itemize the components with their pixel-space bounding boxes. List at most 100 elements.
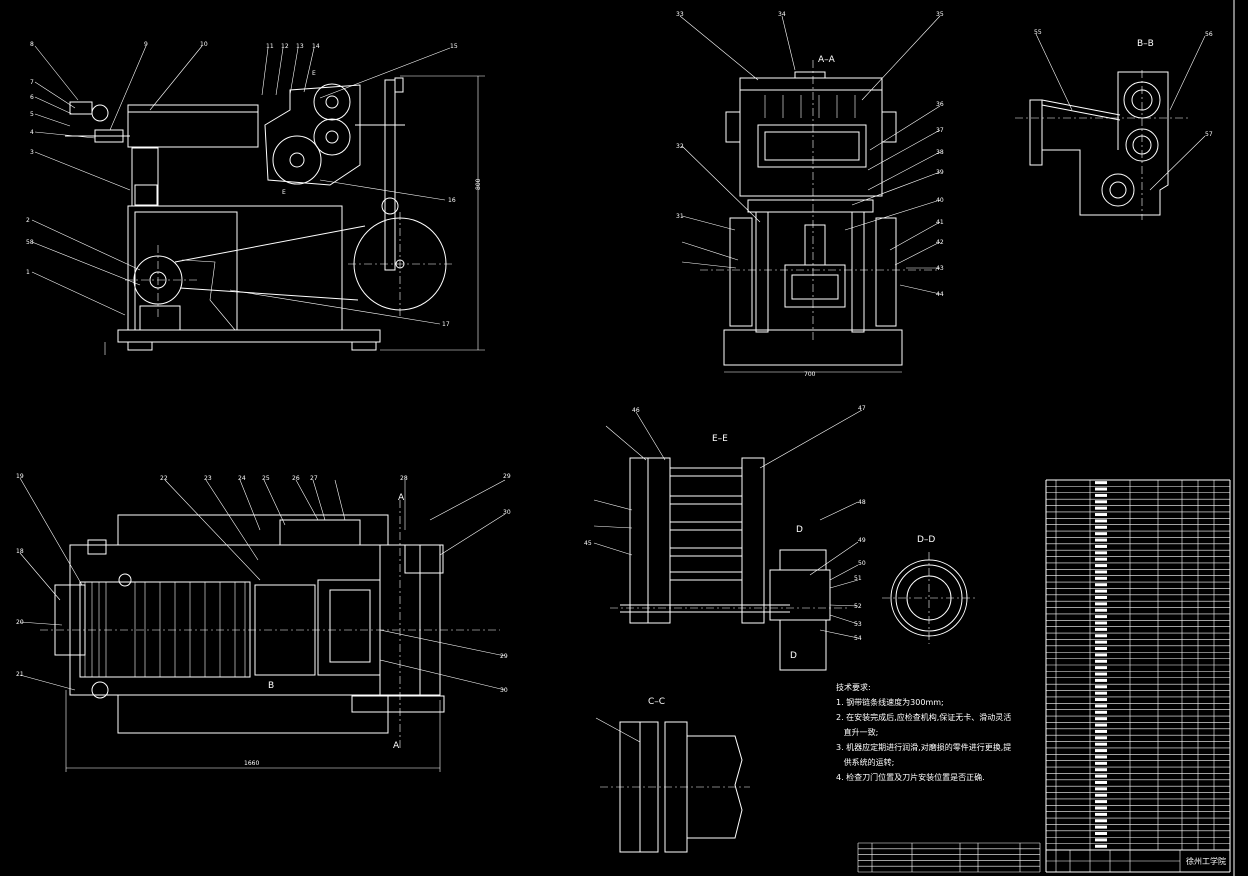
front-view <box>31 45 485 355</box>
svg-text:31: 31 <box>676 213 684 220</box>
svg-text:13: 13 <box>296 43 304 50</box>
svg-text:12: 12 <box>281 43 289 50</box>
svg-text:53: 53 <box>854 621 862 628</box>
svg-text:58: 58 <box>26 239 34 246</box>
section-ee-labels: E–E 46 47 48 49 50 51 52 53 54 45 D D <box>584 405 866 661</box>
table-cell-mark <box>1095 576 1107 580</box>
svg-text:18: 18 <box>16 548 24 555</box>
table-cell-mark <box>1095 729 1107 733</box>
svg-text:3: 3 <box>30 149 34 156</box>
table-cell-mark <box>1095 564 1107 568</box>
svg-text:B: B <box>268 681 274 691</box>
svg-text:27: 27 <box>310 475 318 482</box>
table-cell-mark <box>1095 685 1107 689</box>
svg-text:A: A <box>398 493 405 503</box>
table-cell-mark <box>1095 544 1107 548</box>
svg-text:16: 16 <box>448 197 456 204</box>
svg-text:50: 50 <box>858 560 866 567</box>
svg-text:17: 17 <box>442 321 450 328</box>
svg-text:54: 54 <box>854 635 862 642</box>
svg-text:D: D <box>790 651 797 661</box>
parts-list-table <box>1045 479 1231 873</box>
svg-text:35: 35 <box>936 11 944 18</box>
svg-text:11: 11 <box>266 43 274 50</box>
table-cell-mark <box>1095 666 1107 670</box>
tech-req-line: 3. 机器应定期进行润滑,对磨损的零件进行更换,提 <box>836 743 1012 752</box>
revision-table <box>857 842 1041 873</box>
table-cell-mark <box>1095 551 1107 555</box>
svg-text:51: 51 <box>854 575 862 582</box>
svg-text:9: 9 <box>144 41 148 48</box>
table-cell-mark <box>1095 532 1107 536</box>
svg-text:25: 25 <box>262 475 270 482</box>
table-cell-mark <box>1095 806 1107 810</box>
table-cell-mark <box>1095 819 1107 823</box>
svg-text:36: 36 <box>936 101 944 108</box>
table-cell-mark <box>1095 742 1107 746</box>
table-cell-mark <box>1095 570 1107 574</box>
svg-text:57: 57 <box>1205 131 1213 138</box>
svg-text:1660: 1660 <box>244 760 259 767</box>
table-cell-mark <box>1095 506 1107 510</box>
table-cell-mark <box>1095 755 1107 759</box>
svg-text:7: 7 <box>30 79 34 86</box>
svg-text:37: 37 <box>936 127 944 134</box>
table-cell-mark <box>1095 844 1107 848</box>
svg-text:700: 700 <box>804 371 816 378</box>
svg-text:1: 1 <box>26 269 30 276</box>
table-cell-mark <box>1095 634 1107 638</box>
table-cell-mark <box>1095 761 1107 765</box>
svg-text:A–A: A–A <box>818 55 836 65</box>
tech-req-line: 1. 钢带链条线速度为300mm; <box>836 698 944 707</box>
table-cell-mark <box>1095 793 1107 797</box>
table-cell-mark <box>1095 736 1107 740</box>
svg-text:29: 29 <box>500 653 508 660</box>
table-cell-mark <box>1095 717 1107 721</box>
table-cell-mark <box>1095 653 1107 657</box>
section-cc <box>595 717 750 853</box>
table-cell-mark <box>1095 774 1107 778</box>
section-ee <box>593 409 863 671</box>
svg-text:6: 6 <box>30 94 34 101</box>
table-cell-mark <box>1095 525 1107 529</box>
table-cell-mark <box>1095 538 1107 542</box>
table-cell-mark <box>1095 608 1107 612</box>
table-cell-mark <box>1095 513 1107 517</box>
table-cell-mark <box>1095 557 1107 561</box>
svg-text:47: 47 <box>858 405 866 412</box>
section-dd <box>882 552 976 644</box>
table-cell-mark <box>1095 812 1107 816</box>
svg-text:20: 20 <box>16 619 24 626</box>
table-cell-mark <box>1095 723 1107 727</box>
table-cell-mark <box>1095 487 1107 491</box>
section-aa <box>679 15 941 373</box>
tech-requirements-title: 技术要求: <box>836 683 871 692</box>
table-cell-mark <box>1095 800 1107 804</box>
svg-text:24: 24 <box>238 475 246 482</box>
table-cell-mark <box>1095 832 1107 836</box>
plan-view-labels: 19 18 20 21 22 23 24 25 26 27 28 29 30 2… <box>16 473 511 767</box>
section-dd-title: D–D <box>917 535 935 545</box>
title-block-school: 徐州工学院 <box>1186 857 1226 866</box>
section-bb <box>1015 33 1206 220</box>
svg-text:4: 4 <box>30 129 34 136</box>
table-cell-mark <box>1095 780 1107 784</box>
svg-text:30: 30 <box>500 687 508 694</box>
svg-text:800: 800 <box>475 178 482 190</box>
table-cell-mark <box>1095 678 1107 682</box>
table-cell-mark <box>1095 691 1107 695</box>
table-cell-mark <box>1095 615 1107 619</box>
svg-text:32: 32 <box>676 143 684 150</box>
svg-text:5: 5 <box>30 111 34 118</box>
table-cell-mark <box>1095 768 1107 772</box>
svg-text:E: E <box>282 189 286 196</box>
svg-text:41: 41 <box>936 219 944 226</box>
table-cell-mark <box>1095 749 1107 753</box>
svg-text:8: 8 <box>30 41 34 48</box>
svg-text:23: 23 <box>204 475 212 482</box>
table-cell-mark <box>1095 589 1107 593</box>
svg-text:26: 26 <box>292 475 300 482</box>
svg-text:15: 15 <box>450 43 458 50</box>
